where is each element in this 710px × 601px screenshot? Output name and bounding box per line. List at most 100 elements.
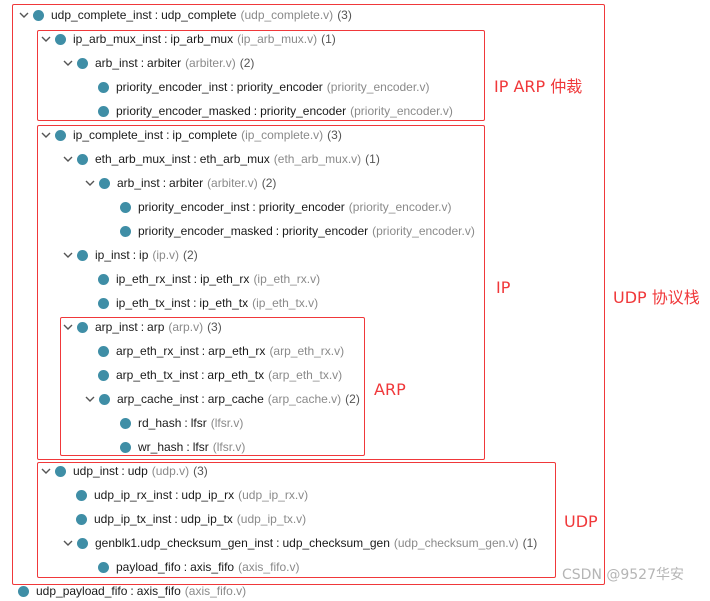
chevron-down-icon[interactable] [40,461,52,481]
module-dot-icon [98,369,109,381]
tree-row[interactable]: wr_hash:lfsr(lfsr.v) [120,437,245,457]
tree-row[interactable]: udp_ip_rx_inst:udp_ip_rx(udp_ip_rx.v) [76,485,308,505]
tree-row[interactable]: arp_eth_tx_inst:arp_eth_tx(arp_eth_tx.v) [98,365,342,385]
arp-box [60,317,365,456]
tree-row[interactable]: udp_complete_inst:udp_complete(udp_compl… [18,5,352,25]
instance-name: ip_complete_inst [73,128,164,142]
instance-name: arp_eth_rx_inst [116,344,199,358]
chevron-down-icon[interactable] [62,149,74,169]
module-name: udp [127,464,148,478]
chevron-down-icon[interactable] [62,53,74,73]
tree-row[interactable]: priority_encoder_inst:priority_encoder(p… [98,77,430,97]
module-name: ip_complete [172,128,238,142]
source-file: (udp_ip_tx.v) [236,512,307,526]
separator: : [174,512,178,526]
module-name: ip_eth_rx [200,272,250,286]
child-count: (2) [239,56,255,70]
separator: : [130,584,134,598]
chevron-down-icon[interactable] [84,173,96,193]
tree-row[interactable]: arp_eth_rx_inst:arp_eth_rx(arp_eth_rx.v) [98,341,344,361]
instance-name: ip_eth_rx_inst [116,272,191,286]
source-file: (udp_complete.v) [240,8,334,22]
module-name: arbiter [169,176,204,190]
module-name: udp_complete [161,8,237,22]
source-file: (arp.v) [168,320,204,334]
chevron-down-icon[interactable] [62,245,74,265]
tree-row[interactable]: udp_inst:udp(udp.v)(3) [40,461,208,481]
source-file: (eth_arb_mux.v) [273,152,362,166]
chevron-down-icon[interactable] [84,389,96,409]
udp-stack-annotation: UDP 协议栈 [613,288,700,307]
module-name: udp_ip_rx [181,488,235,502]
module-name: arbiter [147,56,182,70]
tree-row[interactable]: priority_encoder_inst:priority_encoder(p… [120,197,452,217]
instance-name: arp_inst [95,320,138,334]
tree-row[interactable]: rd_hash:lfsr(lfsr.v) [120,413,243,433]
child-count: (2) [183,248,198,262]
module-dot-icon [99,177,110,189]
separator: : [184,416,188,430]
instance-name: priority_encoder_masked [116,104,251,118]
tree-row[interactable]: arp_inst:arp(arp.v)(3) [62,317,222,337]
tree-row[interactable]: arp_cache_inst:arp_cache(arp_cache.v)(2) [84,389,360,409]
instance-name: priority_encoder_masked [138,224,273,238]
tree-row[interactable]: ip_complete_inst:ip_complete(ip_complete… [40,125,342,145]
module-name: axis_fifo [136,584,181,598]
module-dot-icon [77,57,88,69]
instance-name: genblk1.udp_checksum_gen_inst [95,536,274,550]
tree-row[interactable]: arb_inst:arbiter(arbiter.v)(2) [62,53,254,73]
chevron-down-icon[interactable] [62,317,74,337]
tree-row[interactable]: udp_ip_tx_inst:udp_ip_tx(udp_ip_tx.v) [76,509,306,529]
module-name: udp_checksum_gen [282,536,390,550]
chevron-down-icon[interactable] [40,29,52,49]
instance-name: priority_encoder_inst [138,200,250,214]
separator: : [193,296,197,310]
source-file: (udp_checksum_gen.v) [393,536,519,550]
child-count: (3) [207,320,222,334]
separator: : [132,248,137,262]
tree-row[interactable]: priority_encoder_masked:priority_encoder… [120,221,475,241]
chevron-down-icon[interactable] [62,533,74,553]
module-dot-icon [98,105,109,117]
module-dot-icon [18,585,29,597]
source-file: (arp_eth_rx.v) [269,344,345,358]
module-name: priority_encoder [236,80,323,94]
child-count: (3) [193,464,208,478]
module-dot-icon [77,249,88,261]
tree-row[interactable]: arb_inst:arbiter(arbiter.v)(2) [84,173,276,193]
separator: : [140,320,145,334]
child-count: (3) [337,8,352,22]
source-file: (ip.v) [152,248,180,262]
separator: : [186,440,190,454]
instance-name: ip_eth_tx_inst [116,296,191,310]
module-name: ip_eth_tx [199,296,249,310]
chevron-down-icon[interactable] [18,5,30,25]
separator: : [140,56,145,70]
module-dot-icon [120,417,131,429]
source-file: (lfsr.v) [212,440,246,454]
arp-annotation: ARP [374,380,406,399]
module-dot-icon [76,513,87,525]
source-file: (priority_encoder.v) [348,200,452,214]
tree-row[interactable]: genblk1.udp_checksum_gen_inst:udp_checks… [62,533,537,553]
module-dot-icon [55,129,66,141]
separator: : [201,344,206,358]
tree-row[interactable]: ip_eth_rx_inst:ip_eth_rx(ip_eth_rx.v) [98,269,320,289]
tree-row[interactable]: priority_encoder_masked:priority_encoder… [98,101,453,121]
separator: : [166,128,170,142]
instance-name: ip_inst [95,248,130,262]
chevron-down-icon[interactable] [40,125,52,145]
module-dot-icon [120,441,131,453]
module-name: priority_encoder [282,224,369,238]
tree-row[interactable]: payload_fifo:axis_fifo(axis_fifo.v) [98,557,299,577]
tree-row[interactable]: ip_eth_tx_inst:ip_eth_tx(ip_eth_tx.v) [98,293,318,313]
source-file: (arp_eth_tx.v) [268,368,343,382]
source-file: (priority_encoder.v) [350,104,453,118]
watermark: CSDN @9527华安 [562,567,684,583]
module-name: eth_arb_mux [199,152,270,166]
tree-row[interactable]: eth_arb_mux_inst:eth_arb_mux(eth_arb_mux… [62,149,380,169]
instance-name: payload_fifo [116,560,181,574]
tree-row[interactable]: udp_payload_fifo:axis_fifo(axis_fifo.v) [18,581,246,601]
tree-row[interactable]: ip_arb_mux_inst:ip_arb_mux(ip_arb_mux.v)… [40,29,336,49]
tree-row[interactable]: ip_inst:ip(ip.v)(2) [62,245,198,265]
